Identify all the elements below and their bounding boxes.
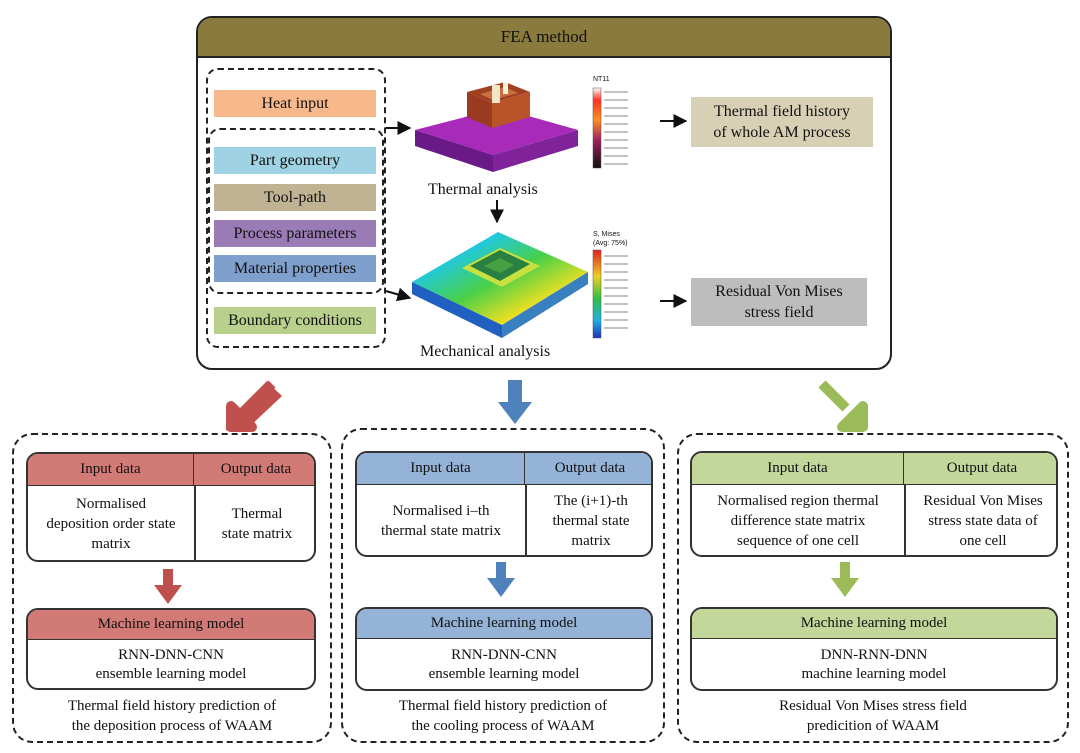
panel2-output-line3: matrix <box>571 533 611 549</box>
stress-output-line1: Residual Von Mises <box>715 283 843 300</box>
panel3-input-header: Input data <box>692 453 904 485</box>
input-group-outer <box>206 68 386 348</box>
panel2-output-cell: The (i+1)-th thermal state matrix <box>527 485 651 555</box>
heat-input-box: Heat input <box>214 90 376 117</box>
panel1-small-arrow <box>154 569 182 604</box>
panel3-data-table: Input data Output data Normalised region… <box>690 451 1058 557</box>
panel1-model-header: Machine learning model <box>28 610 314 640</box>
panel-cooling <box>341 428 665 743</box>
panel2-small-arrow <box>487 562 515 597</box>
part-geometry-box: Part geometry <box>214 147 376 174</box>
panel2-caption: Thermal field history prediction of the … <box>343 694 663 738</box>
panel2-output-line2: thermal state <box>552 513 630 529</box>
panel1-output-cell: Thermal state matrix <box>196 486 314 560</box>
tool-path-box: Tool-path <box>214 184 376 211</box>
panel2-output-header: Output data <box>525 453 651 485</box>
panel2-data-table: Input data Output data Normalised i–th t… <box>355 451 653 557</box>
thermal-output-line1: Thermal field history <box>714 103 850 120</box>
stress-output-line2: stress field <box>744 304 814 321</box>
panel2-caption-line1: Thermal field history prediction of <box>398 698 608 714</box>
big-blue-arrow <box>498 380 532 424</box>
panel1-caption: Thermal field history prediction of the … <box>14 694 330 738</box>
panel2-input-line2: thermal state matrix <box>381 523 501 539</box>
fea-method-frame: FEA method <box>196 16 892 370</box>
mech-legend-title-1: S, Mises <box>593 231 620 238</box>
panel1-model-line2: ensemble learning model <box>95 666 247 682</box>
panel3-input-line1: Normalised region thermal <box>717 493 879 509</box>
thermal-output-line2: of whole AM process <box>713 124 851 141</box>
panel1-input-line1: Normalised <box>76 496 146 512</box>
panel-deposition <box>12 433 332 743</box>
panel2-input-cell: Normalised i–th thermal state matrix <box>357 485 525 555</box>
panel3-output-header: Output data <box>904 453 1056 485</box>
panel1-input-header: Input data <box>28 454 194 486</box>
panel1-model-line1: RNN-DNN-CNN <box>118 647 224 663</box>
panel2-model-box: Machine learning model RNN-DNN-CNN ensem… <box>355 607 653 691</box>
panel3-caption-line2: predicition of WAAM <box>806 718 940 734</box>
panel3-model-body: DNN-RNN-DNN machine learning model <box>692 639 1056 689</box>
boundary-conditions-box: Boundary conditions <box>214 307 376 334</box>
panel3-caption: Residual Von Mises stress field predicit… <box>680 694 1066 738</box>
panel2-input-line1: Normalised i–th <box>392 503 490 519</box>
panel1-input-line2: deposition order state <box>46 516 176 532</box>
panel1-input-cell: Normalised deposition order state matrix <box>28 486 194 560</box>
thermal-legend-title: NT11 <box>593 76 610 83</box>
panel3-model-line1: DNN-RNN-DNN <box>820 647 928 663</box>
panel1-output-line2: state matrix <box>221 526 293 542</box>
arrow-to-mechanical <box>385 287 412 302</box>
fea-method-title: FEA method <box>198 18 890 58</box>
material-properties-box: Material properties <box>214 255 376 282</box>
mechanical-analysis-label: Mechanical analysis <box>420 343 551 360</box>
panel3-output-cell: Residual Von Mises stress state data of … <box>906 485 1056 555</box>
panel1-output-header: Output data <box>194 454 314 486</box>
panel2-model-line1: RNN-DNN-CNN <box>451 647 557 663</box>
panel-residual-stress <box>677 433 1069 743</box>
panel2-model-line2: ensemble learning model <box>428 666 580 682</box>
panel3-model-header: Machine learning model <box>692 609 1056 639</box>
panel3-model-box: Machine learning model DNN-RNN-DNN machi… <box>690 607 1058 691</box>
panel3-input-cell: Normalised region thermal difference sta… <box>692 485 904 555</box>
big-red-arrow <box>226 380 282 432</box>
panel3-small-arrow <box>831 562 859 597</box>
input-group-inner <box>208 128 384 294</box>
panel1-input-line3: matrix <box>91 536 131 552</box>
panel3-output-line3: one cell <box>959 533 1007 549</box>
panel2-input-header: Input data <box>357 453 525 485</box>
panel3-divider <box>904 485 906 555</box>
panel2-divider <box>525 485 527 555</box>
big-green-arrow <box>818 380 868 432</box>
panel2-model-header: Machine learning model <box>357 609 651 639</box>
panel3-output-line2: stress state data of <box>928 513 1038 529</box>
panel3-input-line2: difference state matrix <box>730 513 866 529</box>
panel1-data-table: Input data Output data Normalised deposi… <box>26 452 316 562</box>
thermal-analysis-label: Thermal analysis <box>428 181 538 198</box>
stress-output-box: Residual Von Mises stress field <box>691 278 867 326</box>
thermal-output-box: Thermal field history of whole AM proces… <box>691 97 873 147</box>
mechanical-analysis-image <box>412 232 588 338</box>
panel3-output-line1: Residual Von Mises <box>923 493 1043 509</box>
panel1-caption-line2: the deposition process of WAAM <box>71 718 273 734</box>
panel3-input-line3: sequence of one cell <box>736 533 860 549</box>
panel1-output-line1: Thermal <box>231 506 283 522</box>
thermal-legend <box>592 87 628 169</box>
panel3-model-line2: machine learning model <box>801 666 947 682</box>
panel2-output-line1: The (i+1)-th <box>554 493 628 509</box>
mechanical-legend <box>592 249 628 339</box>
panel1-model-box: Machine learning model RNN-DNN-CNN ensem… <box>26 608 316 690</box>
thermal-analysis-image <box>415 82 578 172</box>
panel1-divider <box>194 486 196 560</box>
panel2-caption-line2: the cooling process of WAAM <box>411 718 595 734</box>
panel3-caption-line1: Residual Von Mises stress field <box>779 698 967 714</box>
mech-legend-title-2: (Avg: 75%) <box>593 240 628 247</box>
panel1-caption-line1: Thermal field history prediction of <box>67 698 277 714</box>
panel2-model-body: RNN-DNN-CNN ensemble learning model <box>357 639 651 689</box>
process-parameters-box: Process parameters <box>214 220 376 247</box>
panel1-model-body: RNN-DNN-CNN ensemble learning model <box>28 640 314 688</box>
